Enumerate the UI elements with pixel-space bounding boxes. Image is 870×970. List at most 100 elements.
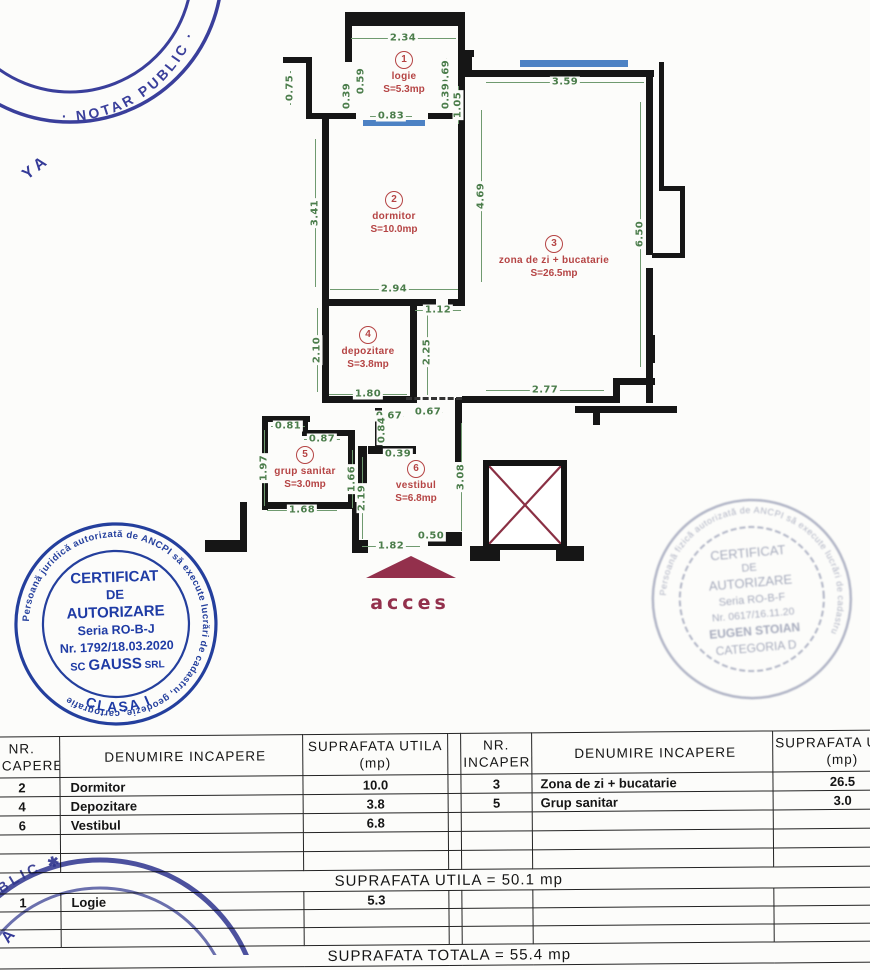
- wall: [322, 299, 436, 306]
- gap-cell: [448, 793, 462, 813]
- cell-name: Zona de zi + bucatarie: [531, 771, 774, 793]
- wall: [464, 50, 472, 77]
- cell-area: [773, 827, 870, 848]
- cell-area: 5.3: [303, 890, 449, 910]
- surveyor-line1: CERTIFICAT: [710, 542, 786, 564]
- elevator-shaft: [483, 460, 567, 550]
- header-denumire: DENUMIRE INCAPERE: [59, 734, 303, 778]
- gauss-line1: CERTIFICAT: [70, 567, 159, 587]
- room-name: logie: [391, 71, 417, 82]
- wall: [306, 57, 312, 119]
- wall: [462, 70, 654, 77]
- wall: [659, 186, 685, 191]
- gap-cell: [448, 831, 462, 851]
- cell-name: [532, 828, 774, 850]
- gap-cell: [448, 890, 462, 909]
- dimension-label: 2.19: [356, 482, 368, 514]
- window-marker: [520, 60, 628, 67]
- wall: [613, 378, 655, 385]
- room-area: S=26.5mp: [530, 268, 578, 279]
- dimension-label: 0.75: [284, 72, 296, 104]
- cell-nr: [461, 830, 533, 851]
- cell-area: [773, 808, 870, 829]
- gap-cell: [447, 733, 461, 775]
- cell-name: [532, 905, 775, 926]
- wall: [322, 396, 417, 403]
- room-label-vestibul: 6 vestibul S=6.8mp: [371, 458, 461, 505]
- room-label-logie: 1 logie S=5.3mp: [334, 49, 474, 96]
- cell-name: Grup sanitar: [532, 790, 774, 812]
- wall: [652, 253, 685, 258]
- room-area: S=5.3mp: [383, 84, 425, 95]
- gap-cell: [448, 812, 462, 832]
- room-area: S=6.8mp: [395, 493, 437, 504]
- wall: [458, 24, 465, 54]
- cell-area: [773, 846, 870, 867]
- dimension-label: 0.50: [415, 530, 447, 542]
- surveyor-line2: DE: [741, 562, 757, 575]
- dimension-label: 1.12: [422, 304, 454, 316]
- access-arrow-icon: [366, 556, 456, 578]
- room-number: 5: [296, 446, 314, 464]
- cell-area: 10.0: [302, 774, 449, 795]
- wall: [302, 430, 354, 436]
- room-label-grup-sanitar: 5 grup sanitar S=3.0mp: [260, 444, 350, 491]
- surveyor-line4: Seria RO-B-F: [718, 591, 786, 609]
- cell-area: [773, 904, 870, 924]
- room-area: S=3.0mp: [284, 479, 326, 490]
- cell-nr: 2: [0, 777, 61, 798]
- room-area: S=3.8mp: [347, 359, 389, 370]
- room-label-dormitor: 2 dormitor S=10.0mp: [324, 189, 464, 236]
- wall: [283, 57, 311, 63]
- room-number: 3: [545, 235, 563, 253]
- cell-area: [774, 922, 870, 942]
- cell-area: [303, 831, 449, 852]
- dimension-label: 2.77: [529, 384, 561, 396]
- table-header-row: NR.INCAPERE DENUMIRE INCAPERE SUPRAFATA …: [0, 729, 870, 779]
- dimension-label: 2.94: [378, 283, 410, 295]
- dimension-label: 0.84: [376, 414, 388, 446]
- cell-area: 3.0: [773, 789, 870, 810]
- gauss-line4: Seria RO-B-J: [77, 622, 155, 639]
- header-nr-incapere: NR.INCAPERE: [460, 732, 532, 775]
- gauss-line6: SC GAUSS SRL: [70, 654, 165, 674]
- wall: [428, 113, 465, 119]
- cell-name: [532, 847, 774, 869]
- cell-area: [303, 850, 449, 871]
- wall: [345, 24, 352, 62]
- elevator-cross-icon: [488, 465, 562, 545]
- cell-nr: [462, 925, 534, 945]
- room-label-zona-de-zi: 3 zona de zi + bucatarie S=26.5mp: [484, 233, 624, 280]
- dimension-label: 0.83: [375, 110, 407, 122]
- cell-area: 26.5: [772, 770, 870, 791]
- wall: [352, 540, 368, 553]
- gap-cell: [448, 908, 463, 927]
- dimension-label: 0.39: [382, 448, 414, 460]
- surveyor-line7: CATEGORIA D: [715, 637, 797, 658]
- wall: [205, 540, 247, 552]
- cell-nr: [461, 849, 533, 870]
- dimension-label: 1.68: [286, 504, 318, 516]
- wall: [448, 299, 465, 306]
- surveyor-line3: AUTORIZARE: [708, 571, 793, 593]
- wall: [593, 413, 600, 425]
- gap-cell: [448, 850, 462, 870]
- cell-name: Dormitor: [59, 775, 304, 797]
- notary-stamp-top: · NOTAR PUBLIC ·: [0, 0, 221, 124]
- notary-stamp-bottom: NOTAR PUBLIC ✱: [0, 851, 249, 955]
- wall: [262, 416, 310, 422]
- wall: [352, 504, 359, 552]
- wall: [646, 70, 653, 255]
- window-marker: [363, 120, 425, 126]
- gauss-line5: Nr. 1792/18.03.2020: [60, 638, 174, 656]
- room-area: S=10.0mp: [370, 224, 418, 235]
- wall: [322, 118, 329, 306]
- cell-nr: 6: [0, 815, 61, 836]
- room-name: zona de zi + bucatarie: [498, 255, 610, 266]
- cell-name: [533, 923, 775, 944]
- door-opening: [406, 397, 462, 400]
- cell-area: 6.8: [303, 812, 449, 833]
- dimension-label: 4.69: [475, 180, 487, 212]
